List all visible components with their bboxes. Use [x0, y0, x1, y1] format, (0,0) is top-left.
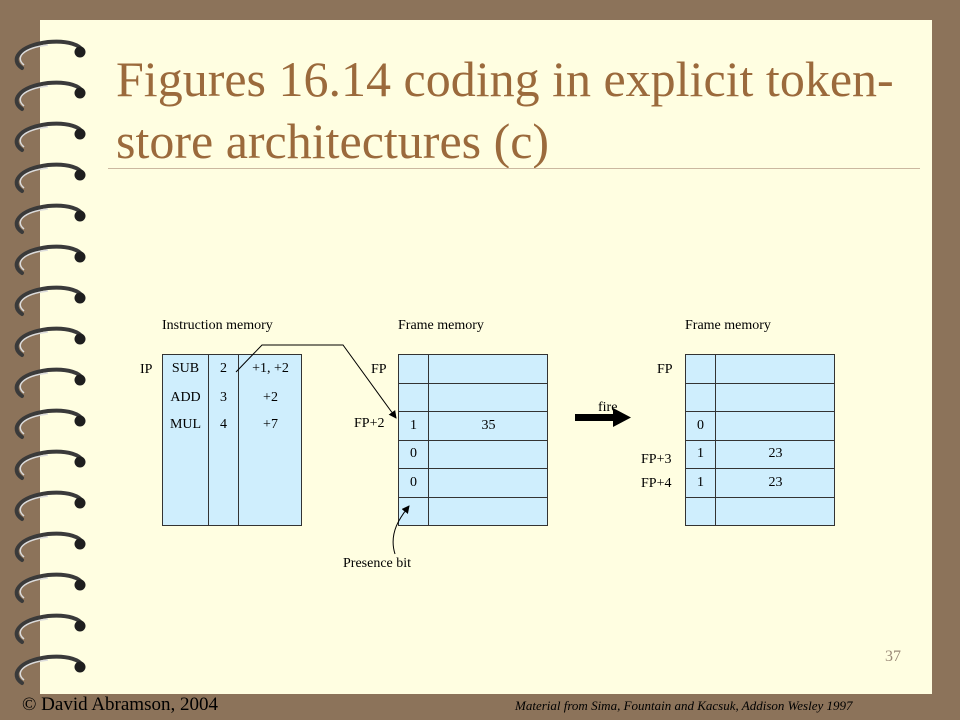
- presence-bit-cell: 1: [697, 446, 704, 461]
- fp-plus-2-label: FP+2: [354, 416, 385, 431]
- presence-bit-cell: 0: [410, 446, 417, 461]
- instruction-memory-table: [162, 354, 302, 526]
- fp-label: FP: [657, 362, 673, 377]
- instruction-op: MUL: [169, 417, 202, 432]
- presence-bit-cell: 1: [410, 418, 417, 433]
- spiral-binding-icon: [14, 39, 86, 685]
- frame-memory-heading: Frame memory: [398, 318, 484, 333]
- instruction-dest: +7: [263, 417, 278, 432]
- presence-bit-cell: 0: [697, 418, 704, 433]
- presence-bit-label: Presence bit: [343, 556, 412, 571]
- instruction-count: 4: [220, 417, 227, 432]
- instruction-count: 3: [220, 390, 227, 405]
- fire-arrow-icon: [575, 408, 631, 427]
- fp-label: FP: [371, 362, 387, 377]
- fire-label: fire: [598, 400, 618, 415]
- instruction-dest: +2: [263, 390, 278, 405]
- fp-plus-3-label: FP+3: [641, 452, 672, 467]
- presence-bit-cell: 1: [697, 475, 704, 490]
- fp-plus-4-label: FP+4: [641, 476, 672, 491]
- frame-value-cell: 35: [481, 418, 496, 433]
- frame-value-cell: 23: [768, 475, 783, 490]
- footer-copyright: © David Abramson, 2004: [22, 694, 218, 715]
- presence-bit-cell: 0: [410, 475, 417, 490]
- footer-source: Material from Sima, Fountain and Kacsuk,…: [515, 698, 853, 713]
- instruction-dest: +1, +2: [252, 361, 289, 376]
- instruction-to-frame-arrow: [235, 344, 397, 419]
- frame-memory-heading: Frame memory: [685, 318, 771, 333]
- page-title: Figures 16.14 coding in explicit token-s…: [116, 51, 894, 169]
- presence-bit-arrow: [392, 505, 410, 555]
- instruction-memory-heading: Instruction memory: [162, 318, 273, 333]
- title-divider: [108, 168, 920, 169]
- ip-label: IP: [140, 362, 153, 377]
- instruction-count: 2: [220, 361, 227, 376]
- instruction-op: SUB: [171, 361, 200, 376]
- instruction-op: ADD: [170, 390, 201, 405]
- page-number: 37: [885, 648, 901, 665]
- frame-value-cell: 23: [768, 446, 783, 461]
